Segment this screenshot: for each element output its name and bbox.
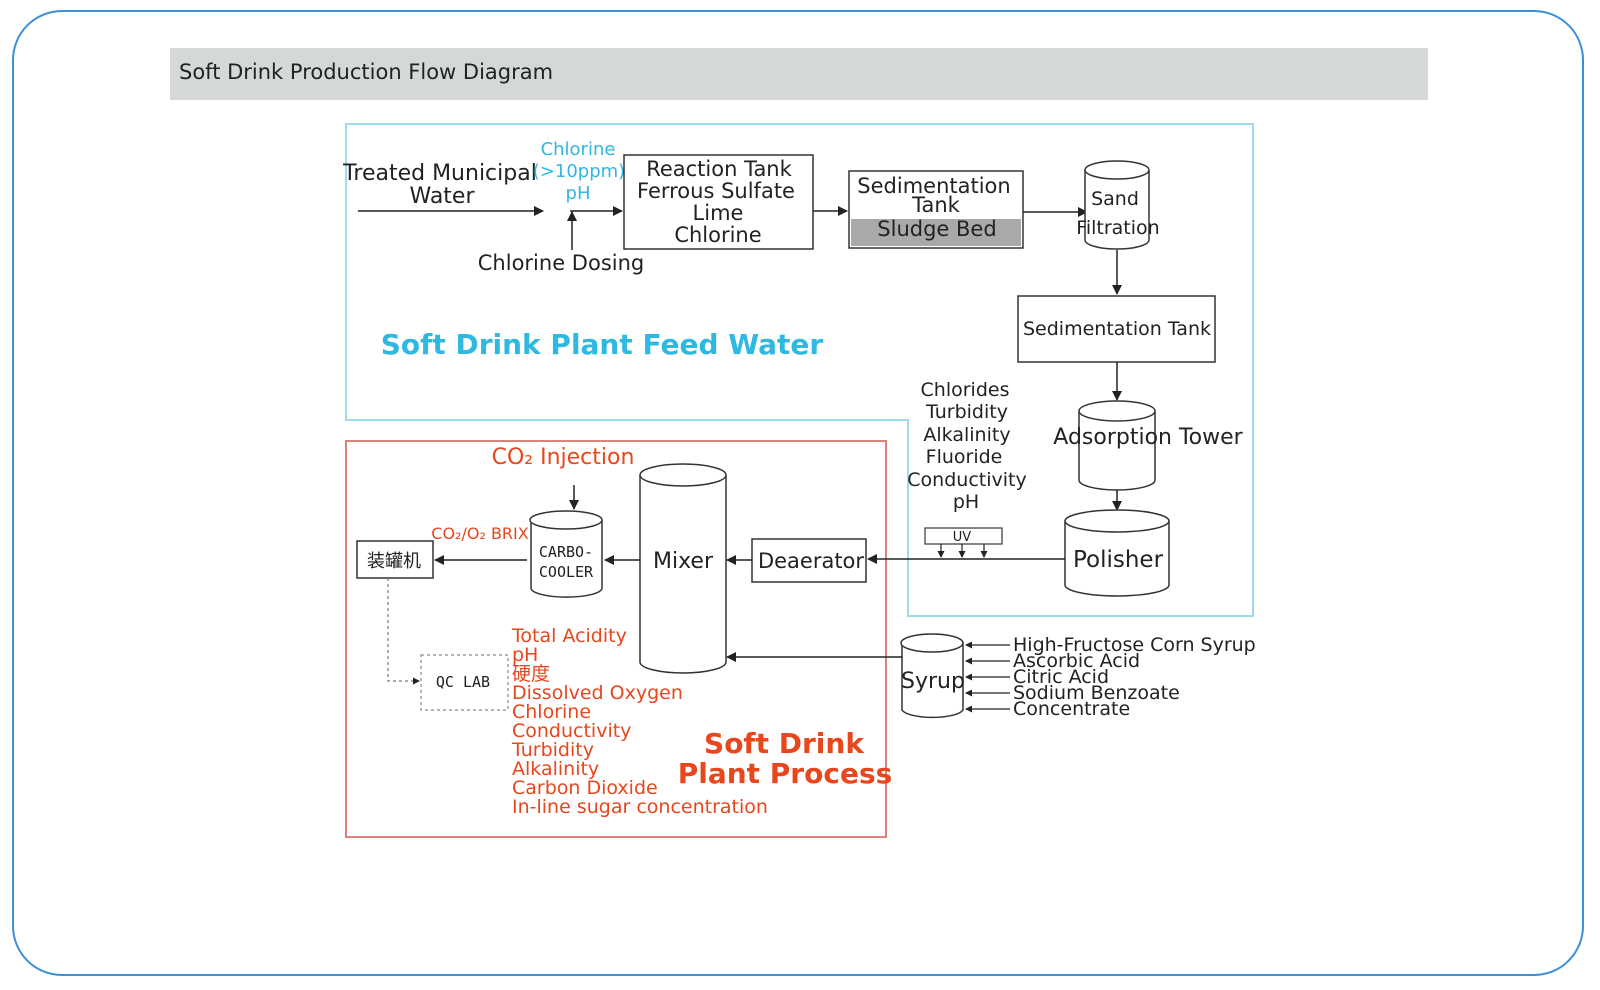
qc-test-item: Turbidity: [511, 739, 594, 761]
feed-water-boundary: [345, 123, 1254, 617]
qc-test-item: Chlorine: [512, 701, 591, 723]
qc-test-item: 硬度: [512, 663, 550, 685]
syrup-label: Syrup: [901, 669, 965, 694]
carbo-cooler-cylinder: [530, 520, 603, 598]
filler-box: [356, 540, 434, 579]
polisher-top: [1064, 509, 1170, 533]
syrup-input-label: High-Fructose Corn Syrup: [1013, 634, 1256, 656]
reaction-tank-label: Reaction Tank: [646, 157, 792, 181]
syrup-top: [900, 633, 964, 653]
reaction-tank-label: Ferrous Sulfate: [637, 179, 795, 203]
water-test-item: Fluoride: [926, 446, 1003, 468]
qc-test-item: Alkalinity: [512, 758, 599, 780]
syrup-cylinder: [901, 643, 964, 719]
chlorine-note: (>10ppm): [533, 161, 625, 182]
plant-process-section-label: Soft Drink: [704, 727, 865, 760]
chlorine-dosing-label: Chlorine Dosing: [478, 251, 644, 275]
reaction-tank-box: [623, 154, 814, 250]
sedimentation-tank-2-label: Sedimentation Tank: [1023, 318, 1211, 340]
filler-to-qclab-path: [387, 578, 420, 685]
sand-filtration-top: [1084, 160, 1150, 180]
water-test-item: Alkalinity: [923, 424, 1010, 446]
sand-filtration-label: Filtration: [1076, 217, 1159, 239]
chlorine-note: pH: [566, 183, 591, 204]
co2-brix-label: CO₂/O₂ BRIX: [431, 524, 528, 543]
polisher-label: Polisher: [1073, 547, 1164, 573]
uv-label: UV: [953, 530, 972, 545]
chlorine-note: Chlorine: [541, 139, 616, 160]
co2-injection-label: CO₂ Injection: [492, 445, 635, 470]
polisher-cylinder: [1064, 521, 1170, 597]
qc-test-item: Conductivity: [512, 720, 631, 742]
syrup-input-label: Sodium Benzoate: [1013, 682, 1180, 704]
source-label: Water: [409, 184, 475, 209]
qc-test-item: Total Acidity: [511, 625, 627, 647]
mixer-top: [639, 463, 727, 487]
sludge-bed-label: Sludge Bed: [877, 217, 996, 241]
water-test-item: Turbidity: [925, 401, 1008, 423]
carbo-cooler-top: [529, 510, 603, 530]
adsorption-tower-top: [1078, 400, 1156, 422]
water-test-item: Chlorides: [921, 379, 1010, 401]
qc-test-item: pH: [512, 644, 538, 666]
syrup-input-label: Concentrate: [1013, 698, 1130, 720]
syrup-input-label: Ascorbic Acid: [1013, 650, 1140, 672]
sedimentation-tank-label: Tank: [911, 193, 961, 217]
mixer-cylinder: [639, 475, 727, 674]
carbo-cooler-label: COOLER: [539, 563, 594, 581]
uv-box: [924, 527, 1003, 545]
reaction-tank-label: Chlorine: [674, 223, 761, 247]
qc-lab-label: QC LAB: [436, 673, 490, 691]
qc-lab-box: [420, 654, 509, 711]
qc-test-item: In-line sugar concentration: [512, 796, 768, 818]
page-title: Soft Drink Production Flow Diagram: [179, 60, 554, 84]
qc-test-item: Carbon Dioxide: [512, 777, 658, 799]
water-test-item: pH: [953, 491, 979, 513]
sedimentation-tank-label: Sedimentation: [857, 174, 1010, 198]
plant-process-boundary: [345, 440, 887, 838]
filler-label: 装罐机: [367, 551, 421, 572]
plant-process-section-label: Plant Process: [678, 757, 893, 790]
sand-filtration-cylinder: [1084, 170, 1150, 250]
source-label: Treated Municipal: [342, 161, 537, 186]
syrup-input-label: Citric Acid: [1013, 666, 1109, 688]
carbo-cooler-label: CARBO-: [539, 543, 593, 561]
water-test-item: Conductivity: [907, 469, 1026, 491]
sludge-bed: [851, 219, 1021, 246]
sand-filtration-label: Sand: [1091, 188, 1139, 210]
qc-test-item: Dissolved Oxygen: [512, 682, 683, 704]
feed-water-section-label: Soft Drink Plant Feed Water: [381, 328, 824, 361]
mixer-label: Mixer: [653, 549, 714, 574]
deaerator-label: Deaerator: [758, 549, 864, 573]
title-bar: Soft Drink Production Flow Diagram: [170, 48, 1428, 100]
deaerator-box: [751, 538, 867, 583]
reaction-tank-label: Lime: [693, 201, 744, 225]
sedimentation-tank-2-box: [1017, 295, 1216, 363]
adsorption-tower-label: Adsorption Tower: [1053, 425, 1243, 450]
adsorption-tower-cylinder: [1078, 411, 1156, 491]
